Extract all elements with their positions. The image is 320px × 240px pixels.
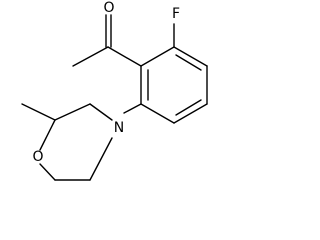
aromatic-inner-bond-2 (175, 99, 202, 116)
morpholine-ring (21, 103, 113, 181)
ring-to-nitrogen-bond (123, 103, 142, 114)
ring-bond-c5-c6 (140, 103, 175, 124)
ring-bond-c1-c2 (140, 46, 175, 67)
benzene-ring (140, 46, 208, 124)
ring-bond-c2-c3 (173, 46, 208, 67)
chemical-structure-diagram: F O N O (21, 0, 208, 181)
aromatic-inner-bond-1 (175, 54, 202, 71)
amine-nitrogen-label: N (114, 120, 124, 136)
o-to-ch2-bond (39, 163, 56, 181)
fluorine-label: F (172, 6, 180, 22)
ch2-lower-to-n-bond (89, 137, 113, 181)
acetyl-group (72, 14, 142, 67)
ring-to-carbonyl-bond (107, 46, 142, 67)
ring-methyl-bond (21, 103, 56, 121)
ch2-to-chme-bond (54, 103, 91, 121)
n-to-ch2-upper-bond (89, 103, 113, 121)
carbonyl-oxygen-label: O (103, 0, 114, 16)
ring-bond-c4-c5 (173, 103, 208, 124)
ring-oxygen-label: O (32, 149, 43, 165)
chme-to-o-bond (39, 119, 56, 151)
carbonyl-to-methyl-bond (72, 46, 109, 67)
